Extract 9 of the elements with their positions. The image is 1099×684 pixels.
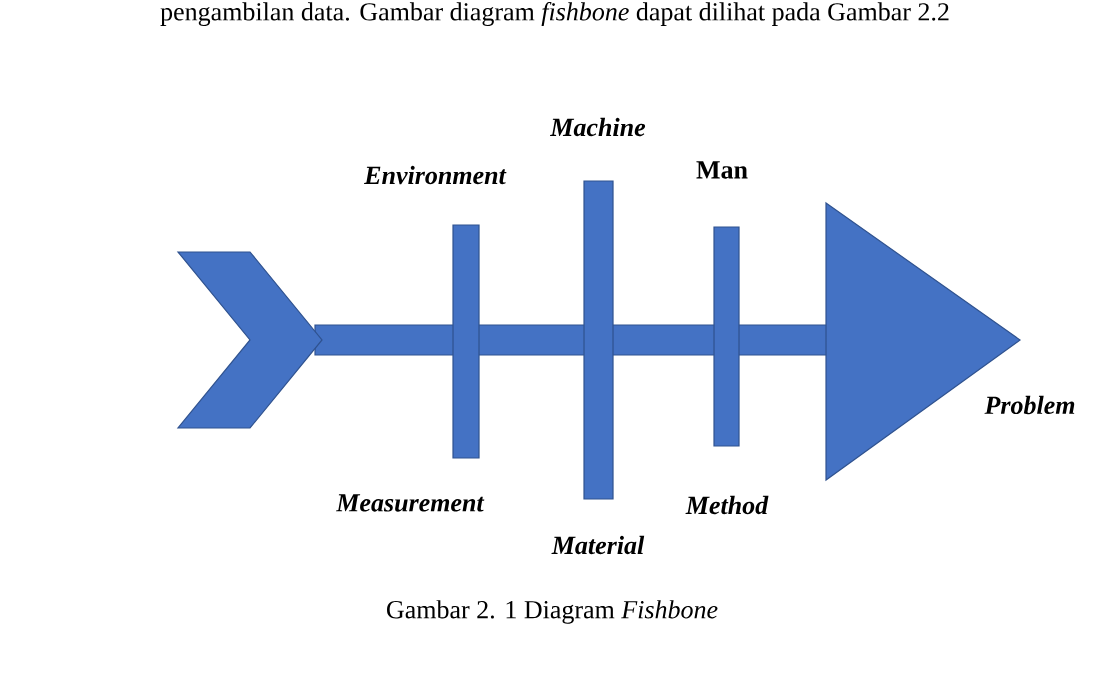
figure-caption: Gambar 2. 1 Diagram Fishbone [387,600,718,624]
bone-label: Measurement [336,494,485,512]
bone-label: Man [696,161,748,179]
problem-label: Problem [984,395,1075,415]
bone-label: Method [685,495,769,515]
bone-label: Material [551,535,645,555]
bone-label: Environment [364,165,507,185]
bone-label: Machine [550,117,646,137]
body-text: pengambilan data. Gambar diagram fishbone dapat dilihat pada Gambar 2.2 [160,2,949,26]
